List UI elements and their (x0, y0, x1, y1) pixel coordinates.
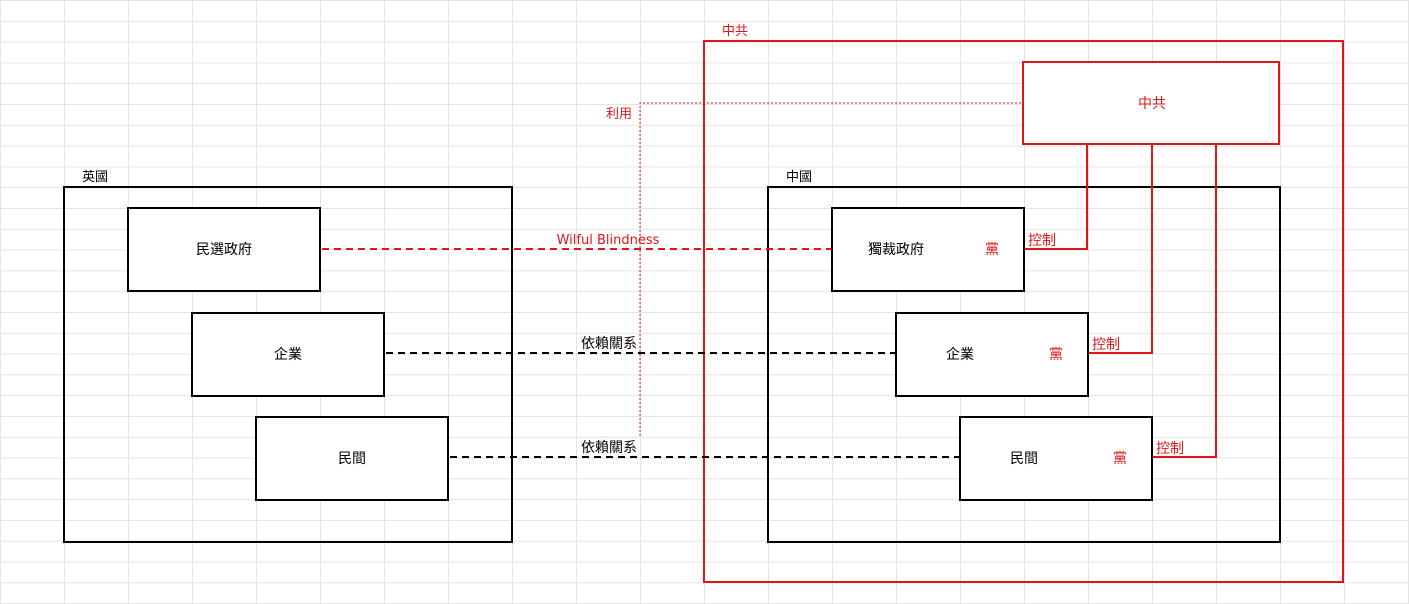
dependency-label-civil: 依賴關系 (581, 440, 637, 456)
uk-civil-label: 民間 (338, 451, 366, 467)
ccp-container (703, 40, 1344, 583)
uk-government-box (127, 207, 321, 292)
exploit-line (639, 102, 1021, 438)
control-label-government: 控制 (1028, 233, 1056, 249)
control-line-government (1024, 144, 1088, 250)
uk-enterprise-label: 企業 (274, 346, 302, 363)
china-enterprise-box (895, 312, 1089, 397)
china-container-label: 中國 (786, 170, 812, 185)
china-enterprise-party-mark: 黨 (1049, 347, 1063, 363)
control-line-civil (1152, 144, 1217, 458)
control-label-enterprise: 控制 (1092, 337, 1120, 353)
china-enterprise-label: 企業 (946, 346, 974, 363)
china-civil-label: 民間 (1010, 451, 1038, 467)
ccp-container-label: 中共 (722, 24, 748, 39)
china-civil-party-mark: 黨 (1113, 451, 1127, 467)
uk-container-label: 英國 (82, 170, 108, 185)
china-civil-box (959, 416, 1153, 501)
exploit-label: 利用 (606, 107, 632, 122)
ccp-box-label: 中共 (1138, 96, 1166, 112)
uk-container (63, 186, 513, 543)
china-government-box (831, 207, 1025, 292)
china-government-label: 獨裁政府 (868, 242, 924, 258)
control-line-enterprise (1088, 144, 1153, 354)
dependency-label-enterprise: 依賴關系 (581, 336, 637, 352)
uk-civil-box (255, 416, 449, 501)
wilful-blindness-label: Wilful Blindness (557, 233, 660, 248)
uk-enterprise-box (191, 312, 385, 397)
china-container (767, 186, 1281, 543)
ccp-box (1022, 61, 1280, 145)
control-label-civil: 控制 (1156, 441, 1184, 457)
uk-government-label: 民選政府 (196, 242, 252, 258)
china-government-party-mark: 黨 (985, 242, 999, 258)
